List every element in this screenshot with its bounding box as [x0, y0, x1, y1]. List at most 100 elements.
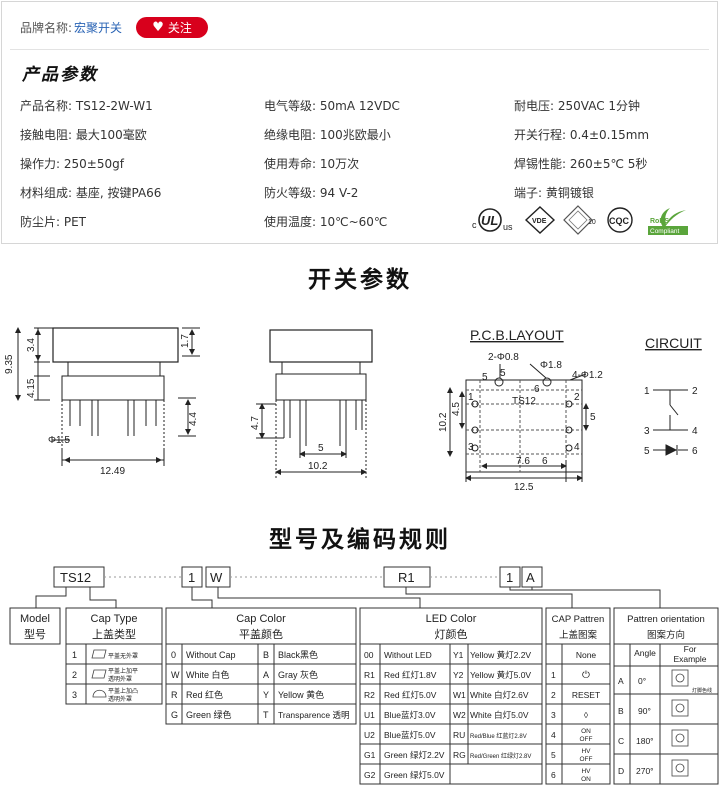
- pcb-hole-1-2: 4-Φ1.2: [572, 370, 603, 381]
- cap-color-name: Red 红色: [186, 689, 223, 700]
- led-name: Without LED: [384, 650, 432, 660]
- param-dust: 防尘片: PET: [20, 215, 87, 229]
- pcb-dim-10-2: 10.2: [438, 412, 449, 432]
- dim-4-15: 4.15: [26, 378, 37, 398]
- heart-icon: ♥: [152, 19, 164, 35]
- cap-type-num: 2: [72, 670, 77, 680]
- svg-text:VDE: VDE: [532, 218, 547, 225]
- led-code: RG: [453, 750, 466, 760]
- certification-logos: c UL us VDE 10 CQC RoHS Compliant: [472, 205, 688, 235]
- led-color-title: LED Color: [426, 613, 477, 625]
- led-code: 00: [364, 650, 374, 660]
- param-voltage: 耐电压: 250VAC 1分钟: [514, 99, 641, 113]
- pattern-num: 2: [551, 690, 556, 700]
- led-code: RU: [453, 730, 465, 740]
- cap-color-code: Y: [263, 690, 269, 700]
- params-title: 产品参数: [22, 65, 98, 85]
- cap-type-num: 3: [72, 690, 77, 700]
- param-temp: 使用温度: 10℃~60℃: [264, 215, 388, 229]
- led-code: R1: [364, 670, 375, 680]
- param-life: 使用寿命: 10万次: [264, 157, 360, 171]
- cap-color-code: T: [263, 710, 269, 720]
- led-code: Y1: [453, 650, 464, 660]
- code-ts12: TS12: [60, 570, 91, 585]
- pcb-pin-3: 3: [468, 442, 474, 453]
- pcb-pin-6: 6: [534, 384, 540, 395]
- pattern-num: 5: [551, 750, 556, 760]
- rohs-logo: RoHS Compliant: [648, 208, 688, 235]
- param-solder: 焊锡性能: 260±5℃ 5秒: [514, 157, 648, 171]
- cqc-logo: CQC: [607, 207, 633, 233]
- pcb-dim-5-top: 5: [500, 368, 506, 379]
- brand-label: 品牌名称:: [20, 20, 73, 35]
- model-title-cn: 型号: [24, 627, 46, 641]
- led-name: Blue蓝灯3.0V: [384, 710, 436, 720]
- col-example2: Example: [673, 654, 706, 664]
- pattern-num: 6: [551, 770, 556, 780]
- orientation-code: D: [618, 766, 624, 776]
- cap-color-title: Cap Color: [236, 613, 286, 625]
- brand-name-link[interactable]: 宏聚开关: [74, 20, 123, 35]
- circuit-pin-4: 4: [692, 426, 698, 437]
- follow-button[interactable]: ♥ 关注: [136, 16, 209, 38]
- circuit-pin-1: 1: [644, 386, 650, 397]
- orientation-angle: 90°: [638, 706, 651, 716]
- param-material: 材料组成: 基座, 按键PA66: [20, 186, 162, 200]
- dim-phi-1-5: Φ1.5: [48, 435, 70, 446]
- circuit-pin-2: 2: [692, 386, 698, 397]
- flat-cover-cap-icon: [91, 669, 107, 679]
- cap-color-name: Black黑色: [278, 649, 318, 660]
- pcb-dim-5-right: 5: [590, 412, 596, 423]
- cap-type-title-cn: 上盖类型: [92, 627, 136, 641]
- svg-text:UL: UL: [481, 213, 498, 228]
- pcb-dim-7-6: 7.6: [516, 456, 530, 467]
- pcb-dim-6: 6: [542, 456, 548, 467]
- pattern-label: ON: [581, 728, 591, 735]
- svg-text:Compliant: Compliant: [650, 228, 679, 235]
- pcb-layout: [447, 363, 589, 482]
- pcb-hole-1-8: Φ1.8: [540, 360, 562, 371]
- dim-9-35: 9.35: [4, 354, 15, 374]
- param-name: 产品名称: TS12-2W-W1: [20, 99, 153, 113]
- circuit-pin-6: 6: [692, 446, 698, 457]
- param-force: 操作力: 250±50gf: [20, 157, 124, 171]
- dim-5: 5: [318, 443, 324, 454]
- led-code: G2: [364, 770, 376, 780]
- svg-text:us: us: [503, 222, 513, 232]
- led-code: Y2: [453, 670, 464, 680]
- cap-pattern-title-cn: 上盖图案: [559, 629, 598, 641]
- orientation-title: Pattren orientation: [627, 614, 705, 625]
- led-name: Red 红灯1.8V: [384, 670, 437, 680]
- led-name: White 白灯5.0V: [470, 710, 529, 720]
- pattern-label2: OFF: [580, 736, 593, 743]
- col-angle: Angle: [634, 648, 656, 658]
- cap-color-title-cn: 平盖颜色: [239, 627, 283, 641]
- model-title: Model: [20, 613, 50, 625]
- param-insulation: 绝缘电阻: 100兆欧最小: [264, 128, 391, 142]
- pattern-label: RESET: [572, 690, 600, 700]
- cap-color-code: G: [171, 710, 178, 720]
- cap-color-name: Yellow 黄色: [278, 689, 324, 700]
- ul-logo: c UL us: [472, 208, 513, 232]
- orientation-angle: 180°: [636, 736, 654, 746]
- circuit-diagram: [653, 389, 688, 456]
- cap-color-name: Green 绿色: [186, 709, 232, 720]
- orientation-angle: 0°: [638, 676, 646, 686]
- orientation-angle: 270°: [636, 766, 654, 776]
- led-code: U2: [364, 730, 375, 740]
- cap-type-desc: 平盖无外罩: [108, 652, 138, 660]
- led-code: R2: [364, 690, 375, 700]
- pcb-pin-1: 1: [468, 392, 474, 403]
- follow-label: 关注: [167, 20, 192, 35]
- led-name: Red/Green 红绿灯2.8V: [470, 752, 531, 760]
- front-view: [15, 327, 200, 466]
- pattern-num: 1: [551, 670, 556, 680]
- diamond-icon: ◊: [584, 710, 589, 720]
- code-led-color: R1: [398, 570, 415, 585]
- param-electrical: 电气等级: 50mA 12VDC: [264, 99, 400, 113]
- cap-type-desc: 平盖上加凸: [108, 687, 138, 695]
- dim-1-7: 1.7: [180, 334, 191, 348]
- pcb-layout-title: P.C.B.LAYOUT: [470, 327, 564, 343]
- pcb-pin-2: 2: [574, 392, 580, 403]
- circuit-title: CIRCUIT: [645, 335, 702, 351]
